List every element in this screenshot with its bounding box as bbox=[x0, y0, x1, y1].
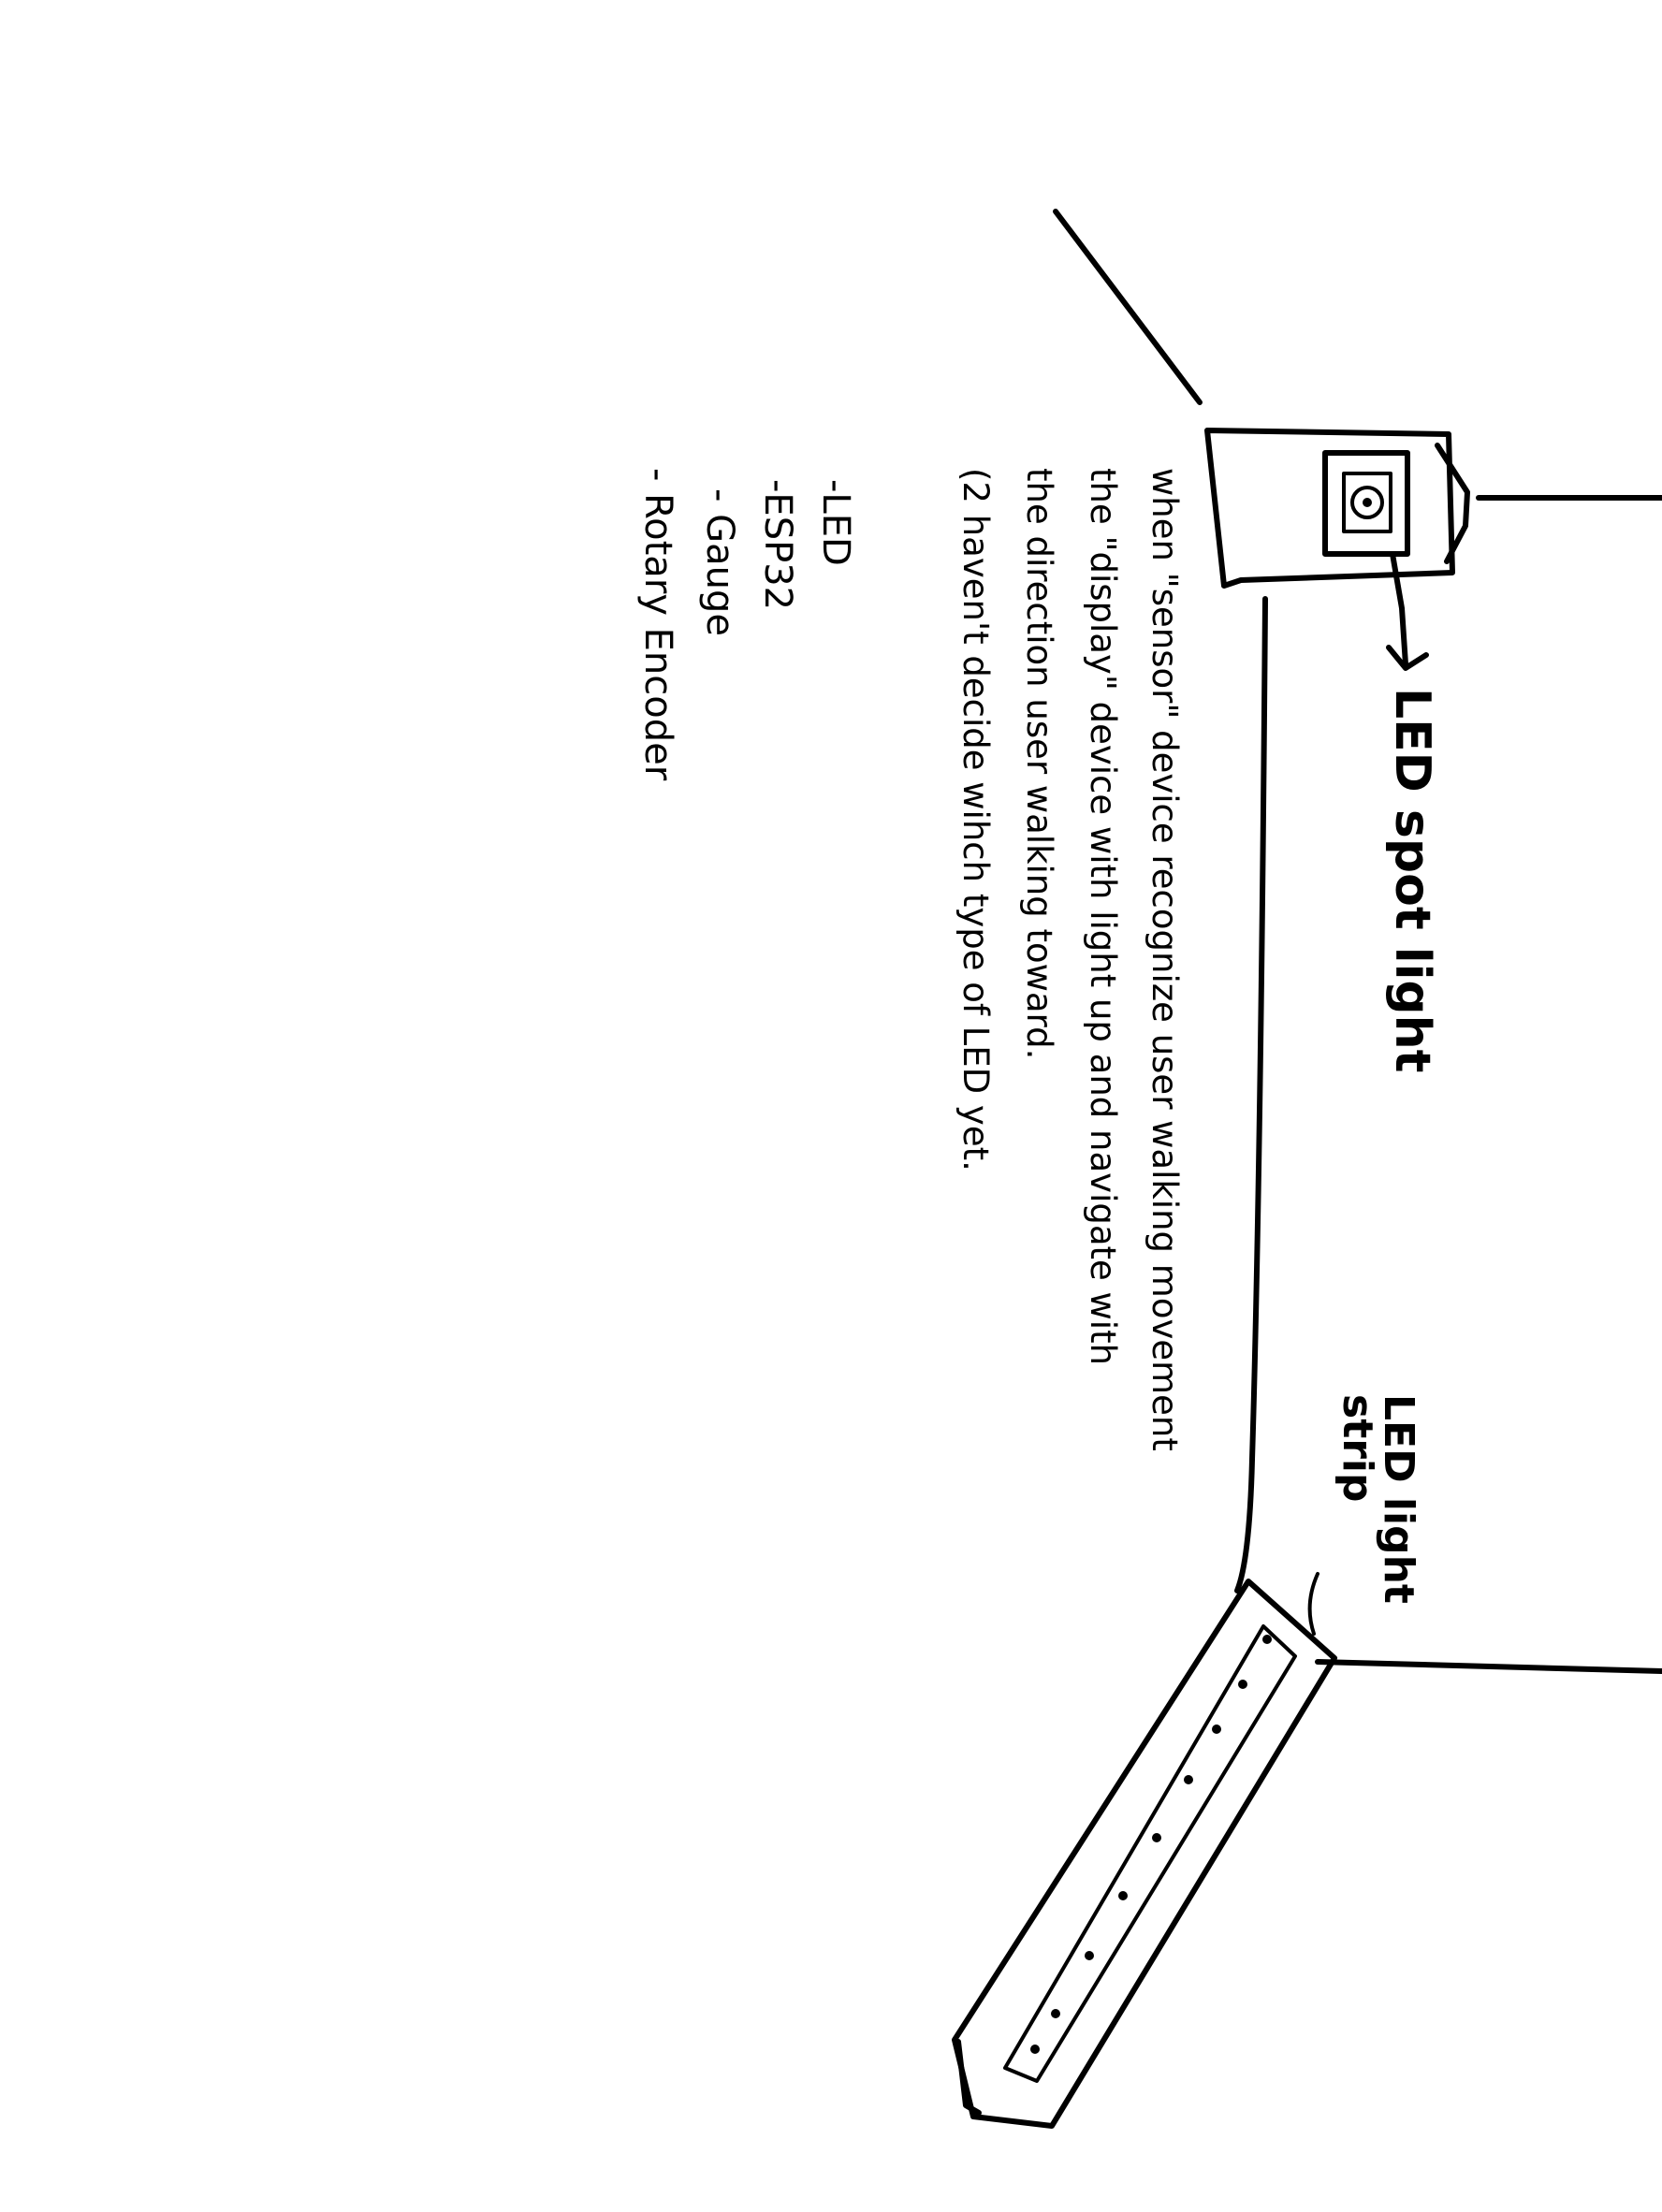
note-line-1: when "sensor" device recognize user walk… bbox=[1144, 468, 1185, 1451]
note-line-3: the direction user walking toward. bbox=[1019, 468, 1059, 1059]
component-item: - Rotary Encoder bbox=[636, 468, 679, 781]
strip-led-dots bbox=[1030, 1635, 1272, 2054]
note-line-4: (2 haven't decide wihch type of LED yet. bbox=[955, 468, 996, 1171]
note-line-2: the "display" device with light up and n… bbox=[1083, 468, 1123, 1365]
strip-led-dot bbox=[1051, 2009, 1060, 2018]
strip-label-line2: strip bbox=[1334, 1394, 1381, 1503]
led-spot-light-fixture bbox=[1207, 430, 1467, 668]
strip-led-dot bbox=[1118, 1891, 1128, 1900]
strip-pointer-line bbox=[1310, 1574, 1318, 1634]
strip-led-dot bbox=[1030, 2045, 1040, 2054]
ceiling-diagonal-line bbox=[1056, 211, 1200, 402]
strip-led-dot bbox=[1238, 1680, 1247, 1689]
strip-led-dot bbox=[1262, 1635, 1272, 1644]
strip-led-dot bbox=[1212, 1724, 1221, 1734]
strip-led-dot bbox=[1152, 1833, 1161, 1842]
spot-light-label: LED spot light bbox=[1384, 688, 1440, 1073]
spot-light-center-dot bbox=[1363, 498, 1372, 507]
bottom-right-line bbox=[1318, 1662, 1662, 1671]
component-item: -LED bbox=[814, 479, 857, 566]
strip-led-dot bbox=[1085, 1951, 1094, 1960]
led-strip-fixture bbox=[955, 1574, 1334, 2126]
components-list: -LED -ESP32 - Gauge - Rotary Encoder bbox=[636, 468, 857, 781]
strip-inner-channel bbox=[1005, 1626, 1295, 2081]
component-item: - Gauge bbox=[698, 488, 741, 636]
component-item: -ESP32 bbox=[756, 479, 799, 610]
strip-led-dot bbox=[1184, 1775, 1193, 1784]
strip-outer-body bbox=[955, 1581, 1334, 2126]
wall-curve-line bbox=[1237, 599, 1265, 1591]
description-note: when "sensor" device recognize user walk… bbox=[955, 468, 1185, 1451]
